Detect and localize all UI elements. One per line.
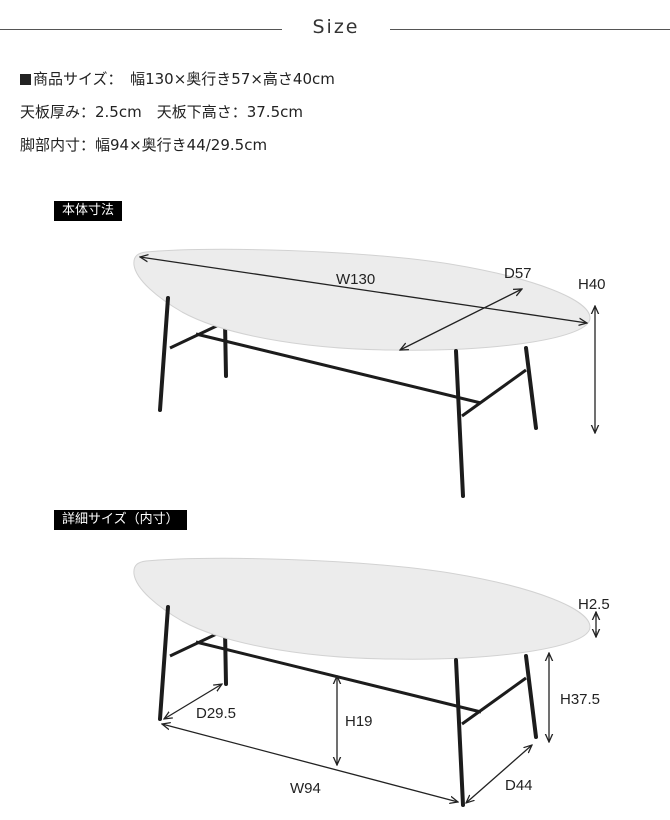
spec-product-size: 商品サイズ： 幅130×奥行き57×高さ40cm xyxy=(20,66,335,99)
dim-d57: D57 xyxy=(504,265,532,282)
table-diagram-detail: H2.5 H37.5 H19 D29.5 W94 D44 xyxy=(133,557,610,807)
square-bullet-icon xyxy=(20,74,31,85)
section-header: Size xyxy=(0,0,670,60)
dimension-arrows-2 xyxy=(162,612,596,803)
spec-leg-inner: 脚部内寸：幅94×奥行き44/29.5cm xyxy=(20,136,268,154)
table-legs xyxy=(223,320,538,430)
header-rule-right xyxy=(390,29,670,30)
section-title: Size xyxy=(312,16,360,38)
spec-product-size-label: 商品サイズ： xyxy=(33,70,116,88)
spec-top-thickness: 天板厚み：2.5cm 天板下高さ：37.5cm xyxy=(20,103,303,121)
dim-d29-5: D29.5 xyxy=(196,705,236,722)
dim-h37-5: H37.5 xyxy=(560,691,600,708)
dimension-arrows xyxy=(140,257,595,433)
table-top-2 xyxy=(133,557,591,660)
dim-w94: W94 xyxy=(290,780,321,797)
section-label-detail-size: 詳細サイズ（内寸） xyxy=(54,510,187,530)
spec-product-size-value: 幅130×奥行き57×高さ40cm xyxy=(130,70,335,88)
spec-list: 商品サイズ： 幅130×奥行き57×高さ40cm 天板厚み：2.5cm 天板下高… xyxy=(20,66,335,165)
table-diagram-main: W130 D57 H40 xyxy=(133,248,606,498)
dim-d44: D44 xyxy=(505,777,533,794)
dim-h2-5: H2.5 xyxy=(578,596,610,613)
section-label-body-size: 本体寸法 xyxy=(54,201,123,221)
table-legs-back-2 xyxy=(223,628,538,739)
dim-h19: H19 xyxy=(345,713,373,730)
dim-w130: W130 xyxy=(336,271,375,288)
dim-h40: H40 xyxy=(578,276,606,293)
header-rule-left xyxy=(0,29,282,30)
